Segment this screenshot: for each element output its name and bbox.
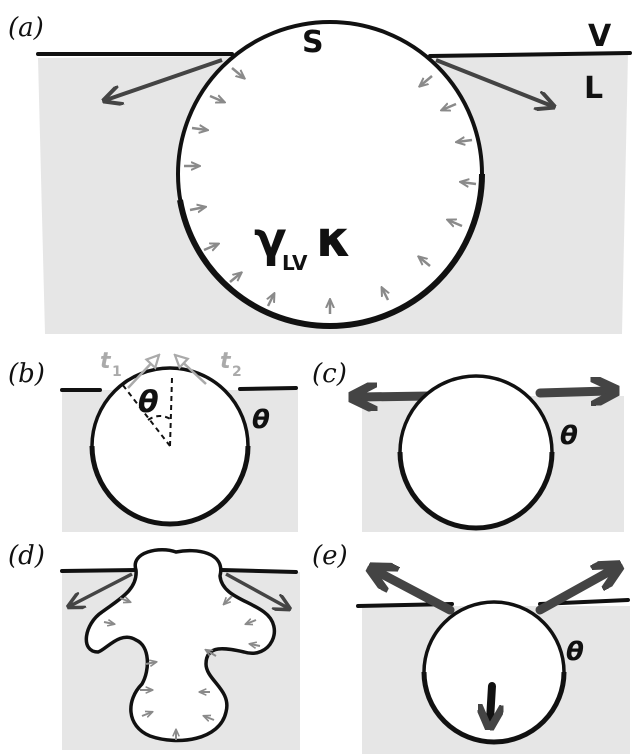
tangent-2-label: t — [220, 349, 232, 374]
interface-right-b — [238, 386, 298, 391]
particle-a-wetted-edge — [177, 173, 485, 330]
panel-b: (b) t 1 t 2 θ θ — [8, 349, 298, 532]
tension-symbol: γ — [254, 212, 287, 268]
panel-d-label: (d) — [8, 541, 45, 571]
contact-angle-b: θ — [252, 405, 270, 435]
panel-b-label: (b) — [8, 359, 45, 389]
panel-a: (a) S V L γ LV κ — [8, 13, 632, 334]
theta-label-b: θ — [138, 385, 159, 420]
sink-arrow-e — [490, 682, 492, 720]
tension-arrow-left-d — [70, 572, 133, 606]
panel-c-label: (c) — [312, 359, 347, 389]
force-arrow-left-e — [378, 572, 455, 615]
panel-c: (c) θ — [312, 359, 624, 532]
panel-e: (e) θ — [312, 541, 630, 754]
surface-label-s: S — [302, 25, 324, 60]
phase-label-vapor: V — [588, 19, 612, 54]
liquid-vapor-interface-right — [428, 51, 632, 58]
force-arrow-right-e — [535, 570, 612, 615]
pressure-ticks-d — [103, 595, 261, 740]
tension-arrow-right-d — [225, 572, 288, 608]
panel-e-label: (e) — [312, 541, 348, 571]
particle-b-wetted-edge — [89, 445, 251, 527]
particle-c-wetted-edge — [397, 451, 555, 531]
panel-a-label: (a) — [8, 13, 44, 43]
contact-angle-e: θ — [566, 637, 584, 667]
tangent-vector-1 — [127, 356, 158, 389]
interface-right-d — [220, 568, 298, 574]
force-arrow-right-c — [535, 391, 608, 393]
interface-left-d — [60, 568, 138, 573]
angle-construction-b — [121, 377, 173, 447]
tangent-1-label: t — [100, 349, 112, 374]
contact-angle-c: θ — [560, 421, 578, 451]
particle-e-wetted-edge — [421, 671, 567, 745]
tension-arrow-right-a — [435, 58, 552, 106]
panel-d: (d) — [8, 541, 300, 750]
force-arrow-left-c — [360, 396, 435, 397]
tangent-1-subscript: 1 — [112, 364, 122, 380]
phase-label-liquid: L — [584, 71, 603, 106]
tangent-vector-2 — [176, 356, 207, 385]
tension-subscript: LV — [282, 251, 308, 275]
pressure-ticks-a — [184, 67, 477, 314]
tangent-2-subscript: 2 — [232, 364, 242, 380]
tension-arrow-left-a — [106, 58, 223, 100]
curvature-symbol: κ — [316, 210, 352, 268]
